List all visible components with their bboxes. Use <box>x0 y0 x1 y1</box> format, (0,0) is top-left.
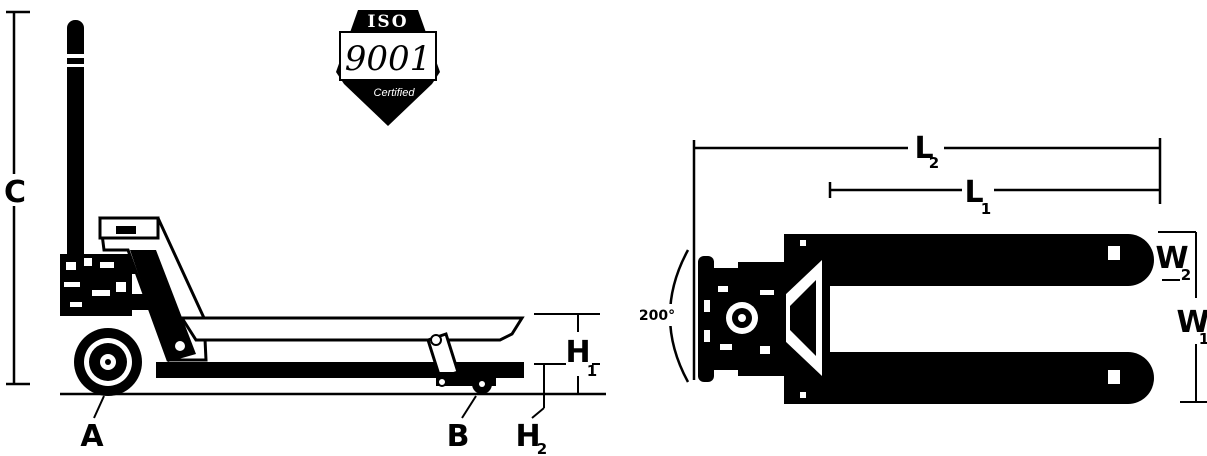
label-h1: H <box>565 335 590 370</box>
top-view: L 2 L 1 W 2 W 1 200° <box>636 126 1207 404</box>
label-h1-sub: 1 <box>587 362 597 380</box>
label-l2-sub: 2 <box>929 154 939 172</box>
iso-9001-badge: ISO 9001 Certified <box>336 10 440 126</box>
fork-lower-top <box>830 352 1154 404</box>
handle <box>66 20 85 268</box>
label-w1-sub: 1 <box>1199 330 1207 348</box>
fork-upper <box>179 316 525 342</box>
base-beam <box>156 362 524 378</box>
label-h2: H <box>515 419 540 454</box>
steering-head <box>698 256 786 382</box>
steer-wheel <box>74 328 142 396</box>
fork-upper-top <box>830 234 1154 286</box>
label-c: C <box>4 175 26 210</box>
label-w1: W <box>1176 305 1207 340</box>
label-l1: L <box>964 175 983 210</box>
dimension-w2 <box>1158 231 1196 281</box>
iso-number: 9001 <box>345 39 432 79</box>
label-a: A <box>80 419 104 454</box>
dimension-w1 <box>1180 232 1207 403</box>
label-w2: W <box>1155 241 1188 276</box>
label-b: B <box>447 419 470 454</box>
label-l1-sub: 1 <box>981 200 991 218</box>
dimension-h2 <box>531 363 560 419</box>
label-h2-sub: 2 <box>537 440 547 456</box>
iso-label: ISO <box>367 12 408 32</box>
chassis <box>98 216 208 362</box>
label-w2-sub: 2 <box>1181 266 1191 284</box>
iso-certified-label: Certified <box>374 87 416 99</box>
load-roller <box>436 372 496 394</box>
dimension-l1 <box>828 182 1160 198</box>
label-l2: L <box>914 131 933 166</box>
side-view: C <box>4 10 606 456</box>
label-steering-angle: 200° <box>639 308 675 324</box>
